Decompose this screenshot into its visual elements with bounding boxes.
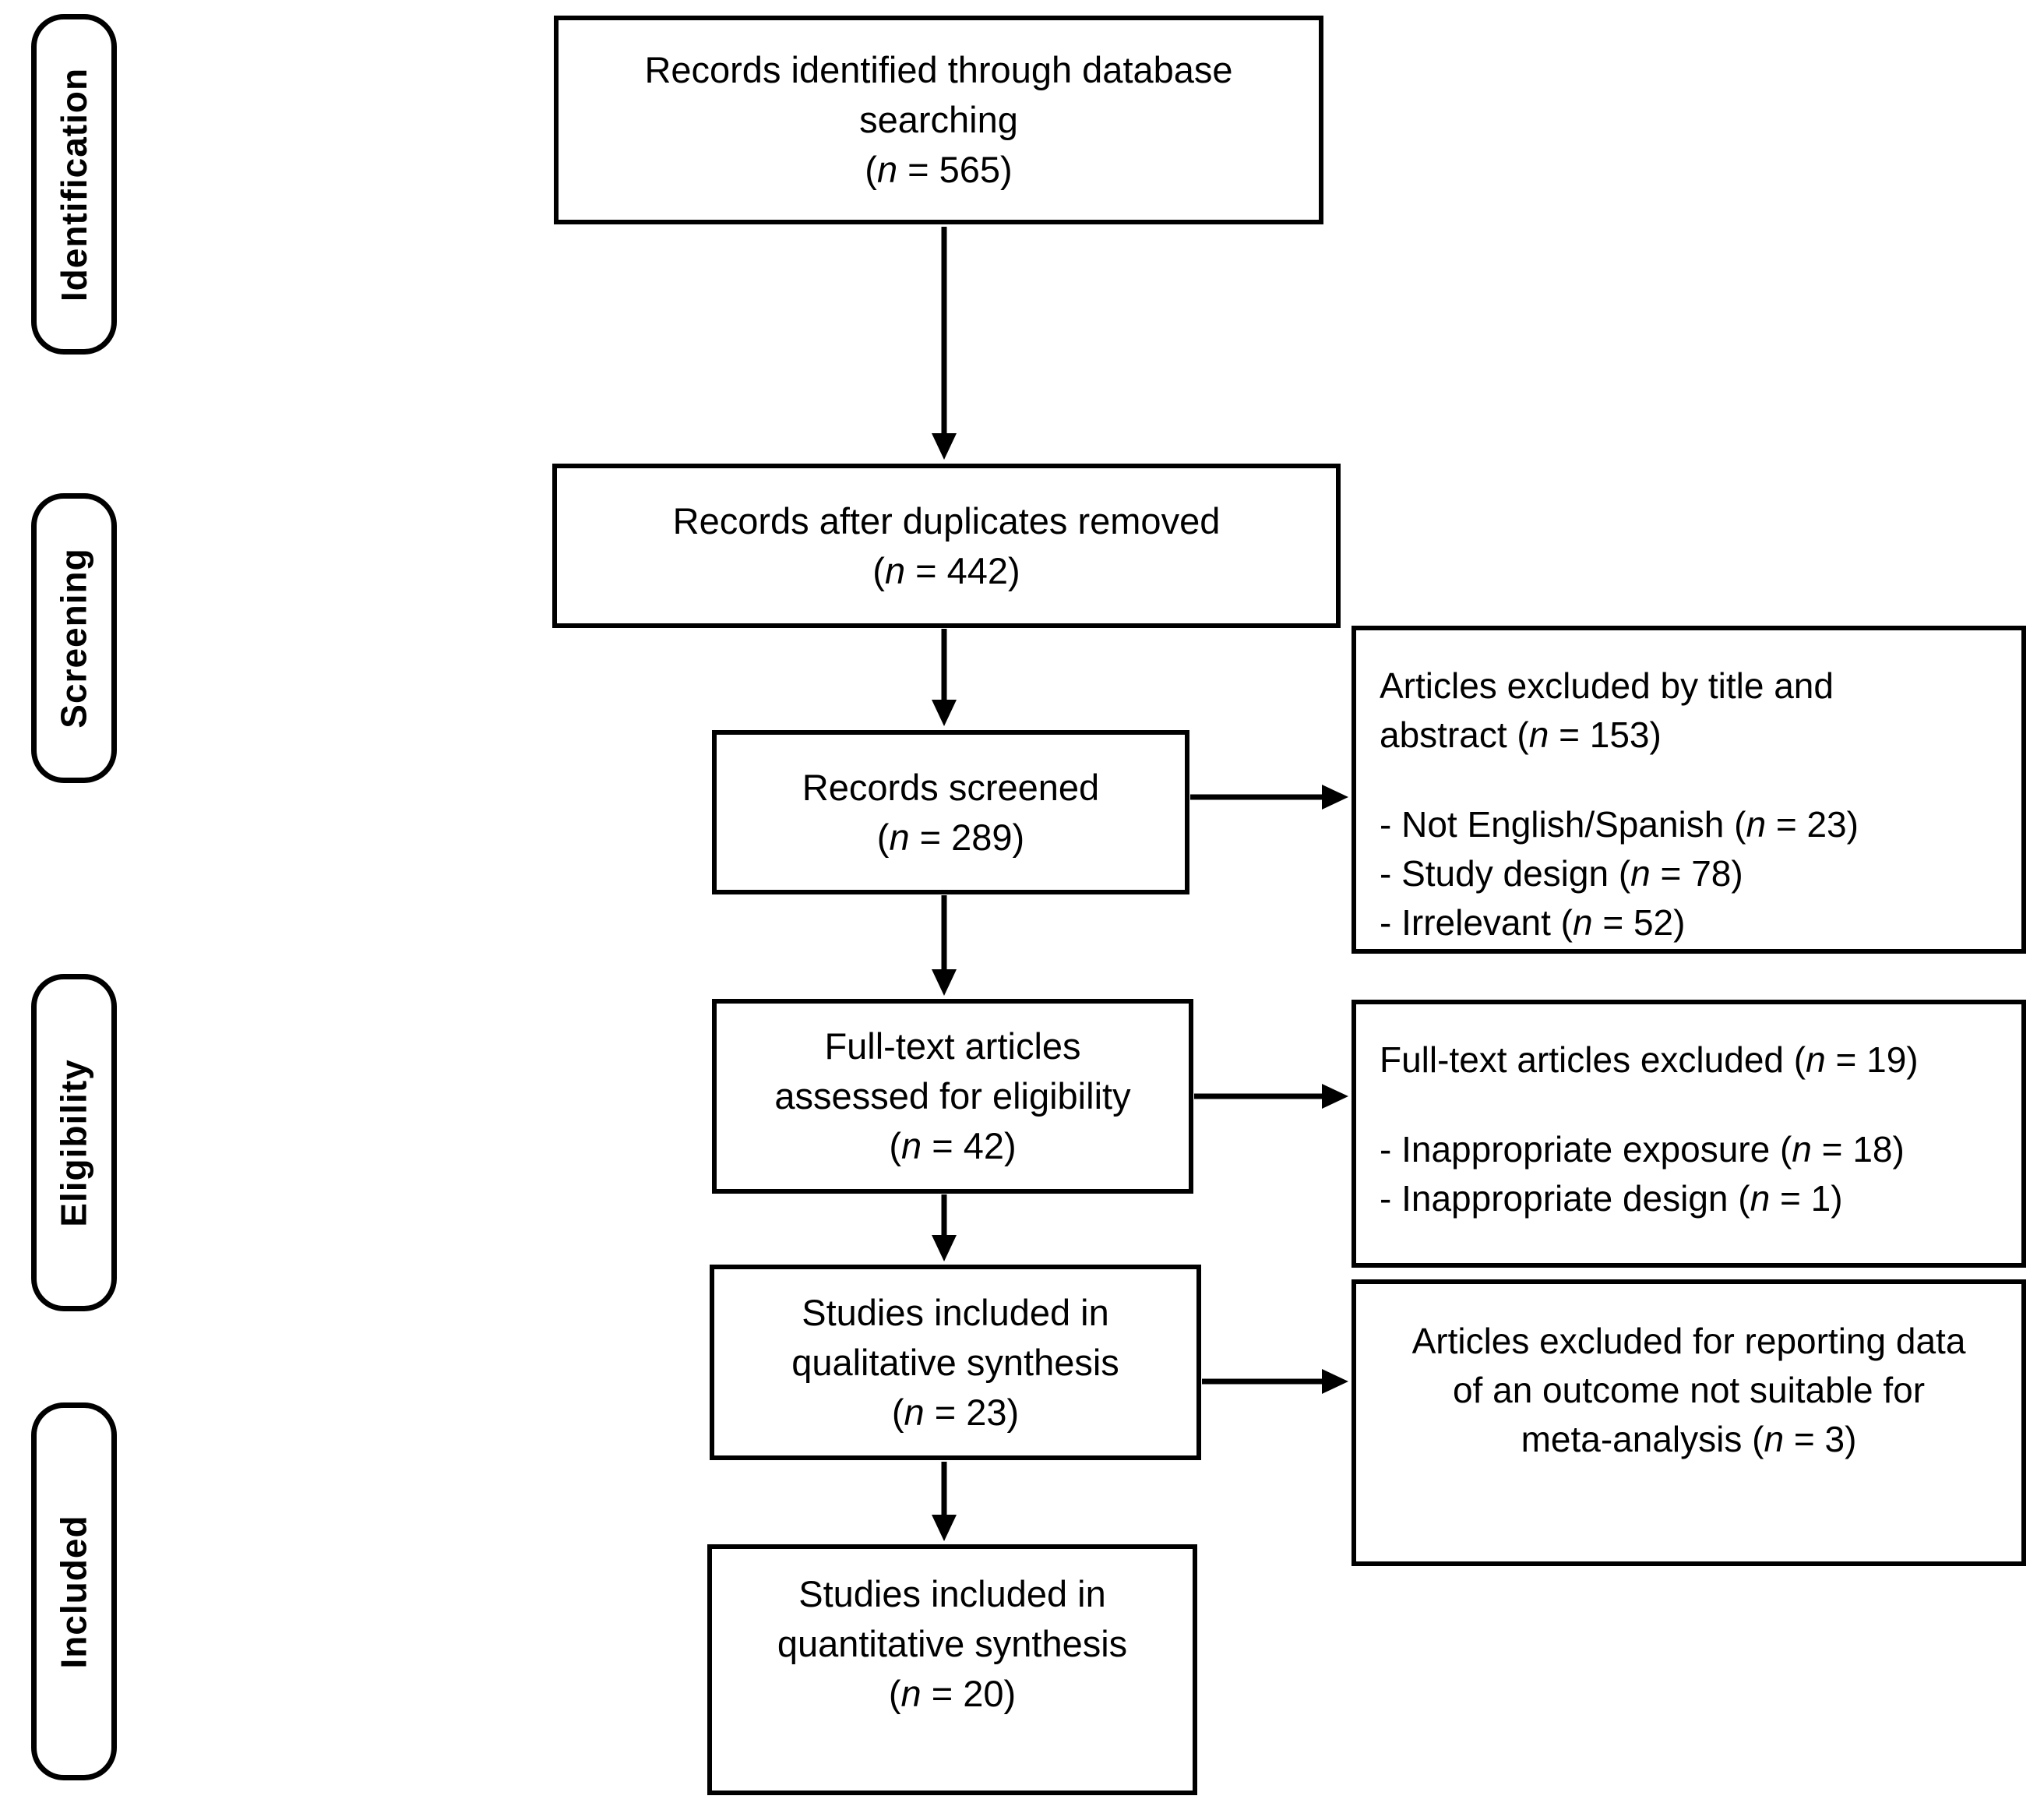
- exclusion-item: - Inappropriate design (n = 1): [1380, 1178, 1843, 1219]
- box-text-line: qualitative synthesis: [791, 1341, 1119, 1383]
- box-text-line: Studies included in: [798, 1573, 1106, 1614]
- box-text-line: Full-text articles: [824, 1025, 1081, 1067]
- box-text-line: Full-text articles excluded (n = 19): [1380, 1039, 1919, 1080]
- exclusion-item: - Study design (n = 78): [1380, 853, 1743, 894]
- exclusion-box-fulltext-excluded: Full-text articles excluded (n = 19) - I…: [1352, 1000, 2026, 1268]
- box-text-line: Records identified through database: [644, 49, 1233, 90]
- box-text-line: Studies included in: [802, 1291, 1109, 1333]
- flow-box-duplicates-removed: Records after duplicates removed (n = 44…: [552, 464, 1341, 628]
- arrow-screened-to-fulltext: [932, 895, 957, 996]
- box-text-line: Articles excluded for reporting data: [1411, 1321, 1966, 1361]
- stage-label-eligibility: Eligibility: [31, 974, 117, 1311]
- stage-label-text: Screening: [54, 548, 95, 729]
- box-text-line: (n = 289): [876, 816, 1025, 858]
- arrow-qualitative-to-meta-exclusions: [1202, 1369, 1348, 1394]
- flow-box-quantitative-synthesis: Studies included in quantitative synthes…: [707, 1544, 1197, 1795]
- arrow-fulltext-to-fulltext-exclusions: [1194, 1084, 1348, 1109]
- arrow-fulltext-to-qualitative: [932, 1194, 957, 1261]
- box-text-line: searching: [859, 99, 1018, 140]
- box-text-line: Records after duplicates removed: [672, 499, 1221, 542]
- exclusion-item: - Not English/Spanish (n = 23): [1380, 804, 1859, 845]
- stage-label-identification: Identification: [31, 14, 117, 355]
- box-text-line: Articles excluded by title and: [1380, 665, 1834, 706]
- arrow-screened-to-title-abstract-exclusions: [1190, 785, 1348, 810]
- box-text-line: of an outcome not suitable for: [1452, 1370, 1926, 1410]
- box-text-line: quantitative synthesis: [777, 1623, 1128, 1664]
- exclusion-box-meta-analysis: Articles excluded for reporting data of …: [1352, 1279, 2026, 1566]
- arrow-qualitative-to-quantitative: [932, 1462, 957, 1541]
- box-text-line: (n = 442): [872, 549, 1020, 591]
- box-text-line: assessed for eligibility: [774, 1075, 1131, 1117]
- box-text-line: (n = 42): [889, 1125, 1017, 1166]
- box-text-line: (n = 565): [865, 149, 1013, 190]
- box-text-line: (n = 23): [891, 1391, 1020, 1433]
- arrow-deduplicated-to-screened: [932, 629, 957, 726]
- stage-label-text: Identification: [54, 67, 95, 302]
- arrow-identified-to-deduplicated: [932, 227, 957, 460]
- exclusion-item: - Irrelevant (n = 52): [1380, 902, 1686, 943]
- stage-label-screening: Screening: [31, 493, 117, 783]
- exclusion-item: - Inappropriate exposure (n = 18): [1380, 1129, 1905, 1170]
- stage-label-included: Included: [31, 1402, 117, 1780]
- box-text-line: (n = 20): [888, 1673, 1017, 1714]
- box-text-line: Records screened: [802, 766, 1100, 808]
- box-text-line: meta-analysis (n = 3): [1521, 1419, 1857, 1459]
- stage-label-text: Included: [54, 1514, 94, 1669]
- exclusion-box-title-abstract: Articles excluded by title and abstract …: [1352, 626, 2026, 954]
- box-text-line: abstract (n = 153): [1380, 714, 1662, 755]
- flow-box-fulltext-assessed: Full-text articles assessed for eligibil…: [712, 999, 1193, 1194]
- flow-box-qualitative-synthesis: Studies included in qualitative synthesi…: [710, 1265, 1201, 1460]
- flow-box-records-screened: Records screened (n = 289): [712, 730, 1189, 894]
- stage-label-text: Eligibility: [54, 1058, 94, 1227]
- flow-box-records-identified: Records identified through database sear…: [554, 16, 1323, 224]
